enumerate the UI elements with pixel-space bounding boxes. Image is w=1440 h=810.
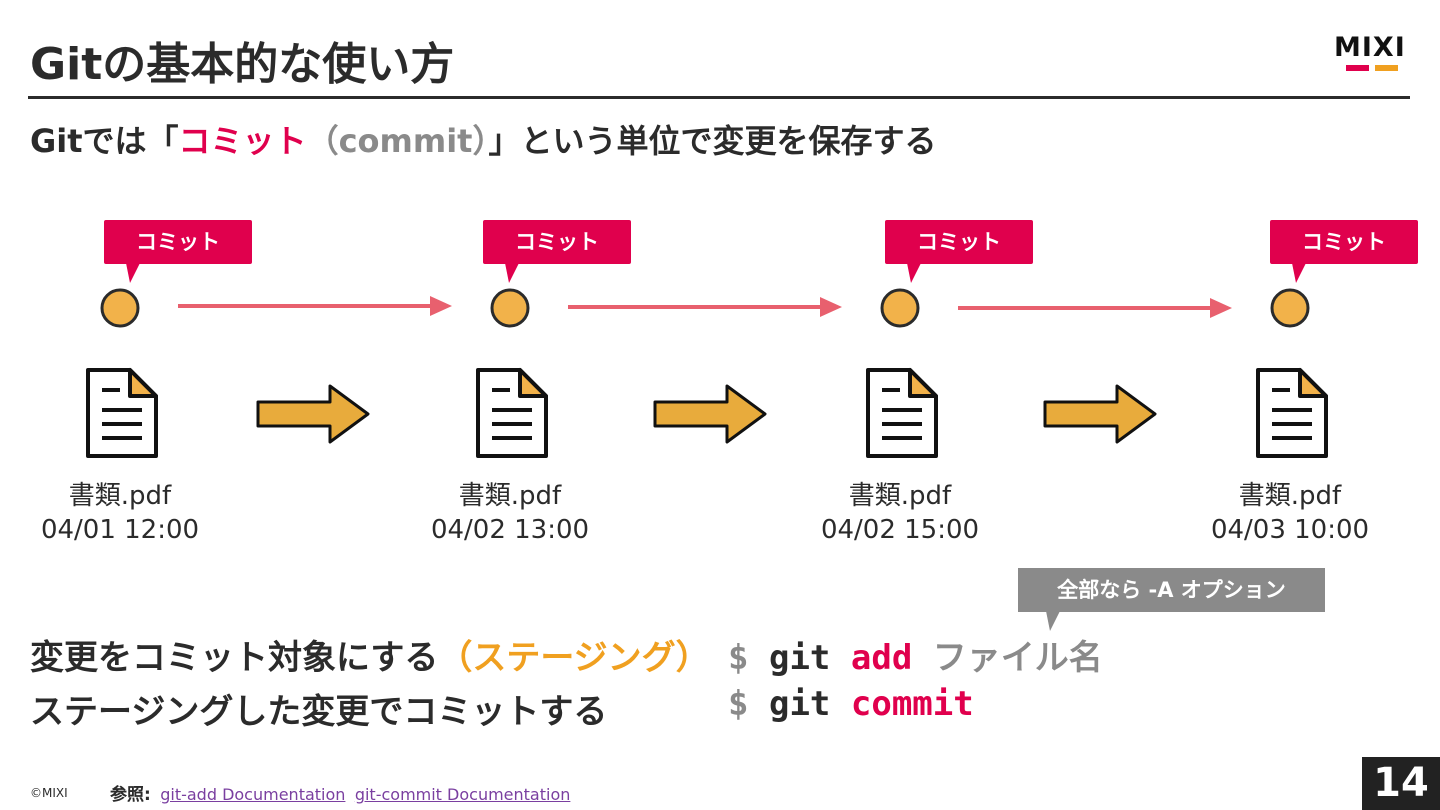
document-icon [86,368,158,458]
logo-bar-orange [1375,65,1398,71]
file-label: 書類.pdf 04/02 13:00 [400,479,620,547]
file-label: 書類.pdf 04/03 10:00 [1180,479,1400,547]
command-label-main: ステージングした変更でコミットする [30,692,608,732]
document-icon [1256,368,1328,458]
file-timestamp: 04/02 13:00 [430,515,590,545]
commit-timeline-diagram: コミット コミット コミット コミット 書類.pdf 04/01 12:00 書… [0,200,1440,560]
subtitle-prefix: Gitでは「 [30,122,179,160]
copyright: ©MIXI [30,786,68,800]
option-hint-callout: 全部なら -A オプション [1018,568,1325,631]
git-add-doc-link[interactable]: git-add Documentation [160,785,346,804]
file-name: 書類.pdf [1238,481,1342,511]
command-row-commit: ステージングした変更でコミットする $ git commit [30,684,974,733]
commit-bubble: コミット [885,220,1033,283]
page-title: Gitの基本的な使い方 [30,39,455,90]
prompt-symbol: $ [728,684,749,724]
file-name: 書類.pdf [848,481,952,511]
subtitle: Gitでは「コミット（commit）」という単位で変更を保存する [30,116,937,162]
code-git: git [768,638,831,678]
commit-bubble: コミット [104,220,252,283]
code-subcommand: commit [850,684,974,724]
file-label: 書類.pdf 04/01 12:00 [10,479,230,547]
document-icon [866,368,938,458]
code-git: git [768,684,831,724]
file-timestamp: 04/02 15:00 [820,515,980,545]
command-label-main: 変更をコミット対象にする [30,638,439,678]
timeline-arrow [958,298,1232,318]
logo-bar-pink [1346,65,1369,71]
code-argument: ファイル名 [932,638,1103,678]
commit-bubble: コミット [483,220,631,283]
command-label-accent: （ステージング） [438,638,710,678]
git-commit-doc-link[interactable]: git-commit Documentation [354,785,571,804]
subtitle-suffix: 」という単位で変更を保存する [488,122,937,160]
commit-node [880,288,920,328]
commit-node [100,288,140,328]
reference-label: 参照: [110,785,151,805]
command-label: ステージングした変更でコミットする [30,684,607,733]
timeline-graphics [86,288,1328,458]
page-number: 14 [1362,757,1440,810]
command-code: $ git add ファイル名 [728,630,1103,679]
file-name: 書類.pdf [458,481,562,511]
timeline-arrow [178,296,452,316]
prompt-symbol: $ [728,638,749,678]
file-label: 書類.pdf 04/02 15:00 [790,479,1010,547]
file-name: 書類.pdf [68,481,172,511]
title-divider [28,96,1410,99]
document-icon [476,368,548,458]
right-arrow-icon [256,384,370,444]
timeline-arrow [568,297,842,317]
commit-node [1270,288,1310,328]
file-timestamp: 04/03 10:00 [1210,515,1370,545]
mixi-logo: MIXI [1334,34,1410,76]
command-row-add: 変更をコミット対象にする（ステージング） $ git add ファイル名 [30,630,1103,679]
commit-node [490,288,530,328]
file-timestamp: 04/01 12:00 [40,515,200,545]
right-arrow-icon [1043,384,1157,444]
subtitle-highlight: コミット [178,122,307,160]
reference-links: 参照: git-add Documentation git-commit Doc… [110,780,570,805]
right-arrow-icon [653,384,767,444]
code-subcommand: add [850,638,913,678]
commit-bubble: コミット [1270,220,1418,283]
command-code: $ git commit [728,684,974,724]
logo-text: MIXI [1334,32,1406,63]
subtitle-paren: （commit） [306,122,489,160]
command-label: 変更をコミット対象にする（ステージング） [30,630,710,679]
